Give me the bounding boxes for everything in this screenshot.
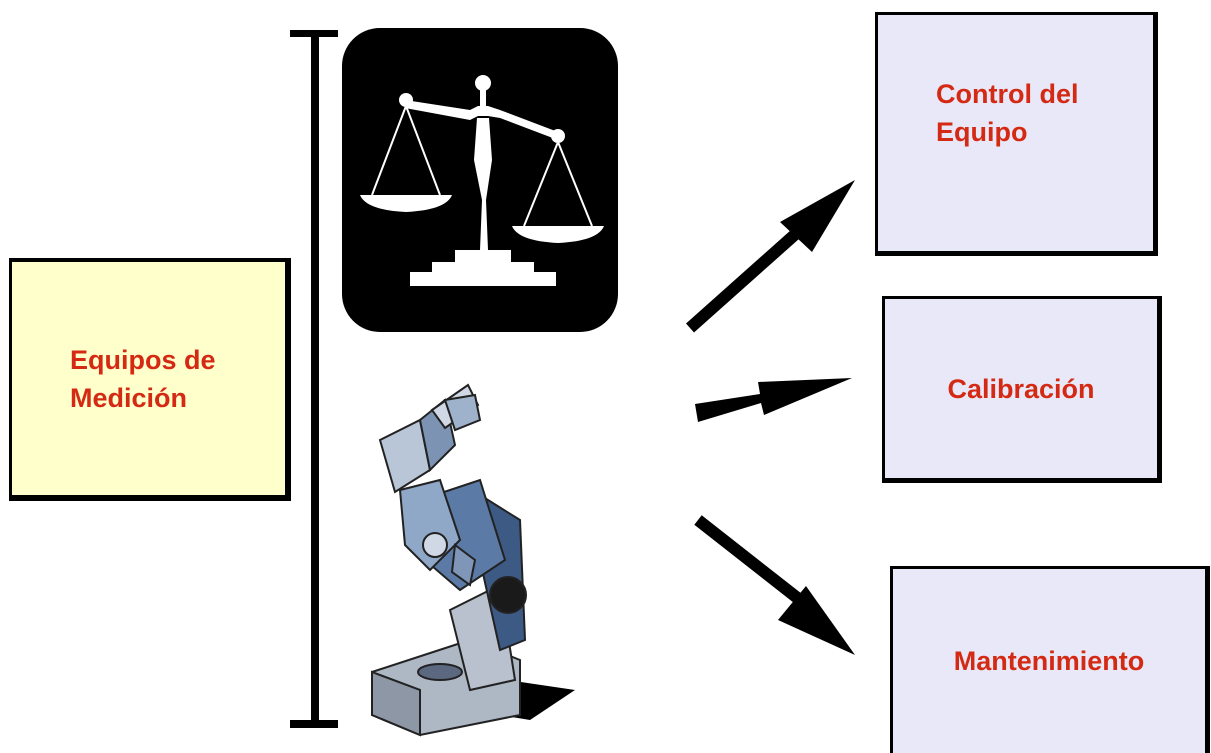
measurement-equipment-box: Equipos de Medición xyxy=(9,258,291,501)
maintenance-box: Mantenimiento xyxy=(890,566,1210,753)
arrow-to-mantenimiento xyxy=(694,515,855,655)
control-label-line1: Control del xyxy=(936,79,1079,109)
maintenance-label: Mantenimiento xyxy=(953,646,1145,676)
arrow-to-calibracion xyxy=(695,378,852,422)
bracket xyxy=(290,30,338,728)
source-label-line2: Medición xyxy=(70,382,188,413)
source-label-line1: Equipos de xyxy=(70,344,216,375)
microscope-icon xyxy=(371,383,575,737)
equipment-control-box: Control del Equipo xyxy=(875,12,1158,256)
arrow-to-control xyxy=(686,180,855,333)
calibration-label: Calibración xyxy=(947,373,1095,404)
calibration-box: Calibración xyxy=(882,296,1162,483)
control-label-line2: Equipo xyxy=(936,117,1028,147)
scale-icon xyxy=(342,28,618,332)
